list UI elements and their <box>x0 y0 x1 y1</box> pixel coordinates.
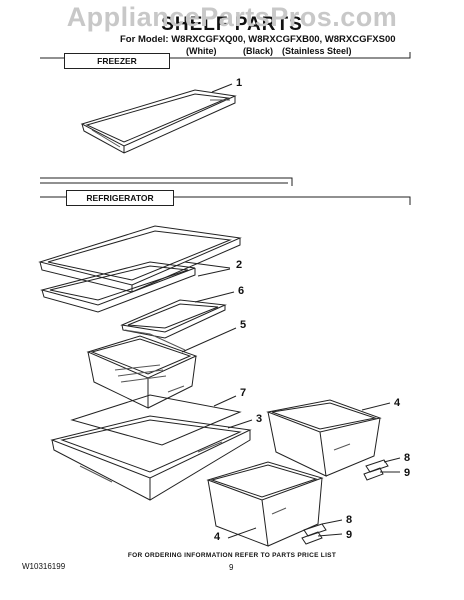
page-title: SHELF PARTS <box>161 14 303 35</box>
crisper-cover-part-6 <box>120 299 227 339</box>
leader-line-7 <box>213 395 237 407</box>
crisper-drawer-part-4-lower <box>206 461 324 547</box>
callout-9-upper: 9 <box>404 467 410 479</box>
callout-5: 5 <box>240 319 246 331</box>
ordering-info-note: FOR ORDERING INFORMATION REFER TO PARTS … <box>127 552 337 559</box>
callout-6: 6 <box>238 285 244 297</box>
variant-stainless: (Stainless Steel) <box>282 46 352 56</box>
leader-line-4b <box>227 527 257 539</box>
glass-shelf-part-2-upper <box>38 225 242 293</box>
leader-line-8a <box>383 457 401 463</box>
crisper-drawer-part-5 <box>86 329 198 409</box>
model-line: For Model: W8RXCGFXQ00, W8RXCGFXB00, W8R… <box>120 34 396 45</box>
variant-black: (Black) <box>243 46 274 56</box>
refrigerator-section-label: REFRIGERATOR <box>66 190 174 206</box>
callout-7: 7 <box>240 387 246 399</box>
leader-line-8b <box>321 519 343 525</box>
crisper-drawer-part-4-upper <box>266 399 382 477</box>
callout-9-lower: 9 <box>346 529 352 541</box>
crisper-frame-part-3 <box>50 415 252 501</box>
leader-line-9b <box>317 533 343 537</box>
callout-3: 3 <box>256 413 262 425</box>
callout-1: 1 <box>236 77 242 89</box>
callout-2: 2 <box>236 259 242 271</box>
variant-white: (White) <box>186 46 217 56</box>
freezer-section-label: FREEZER <box>64 53 170 69</box>
callout-8-lower: 8 <box>346 514 352 526</box>
callout-4-lower: 4 <box>214 531 221 543</box>
drawer-slide-parts-8-9-lower <box>301 523 327 545</box>
freezer-divider-line <box>40 52 411 59</box>
callout-8-upper: 8 <box>404 452 410 464</box>
leader-line-6 <box>194 291 235 303</box>
section-separator-line <box>40 177 293 186</box>
leader-line-3 <box>227 419 253 429</box>
leader-line-5 <box>181 327 237 353</box>
callout-4-upper: 4 <box>394 397 401 409</box>
leader-line-1 <box>211 83 233 93</box>
document-number: W10316199 <box>22 562 66 571</box>
leader-line-2 <box>184 261 231 277</box>
fridge-divider-line <box>40 196 411 205</box>
watermark: AppliancePartsPros.com <box>66 2 398 32</box>
page-number: 9 <box>229 563 234 572</box>
glass-shelf-part-2-lower <box>40 261 196 313</box>
crisper-glass-part-7 <box>70 394 242 446</box>
drawer-slide-parts-8-9-upper <box>363 459 389 481</box>
leader-line-4a <box>361 402 391 411</box>
freezer-shelf-part-1 <box>80 89 237 154</box>
